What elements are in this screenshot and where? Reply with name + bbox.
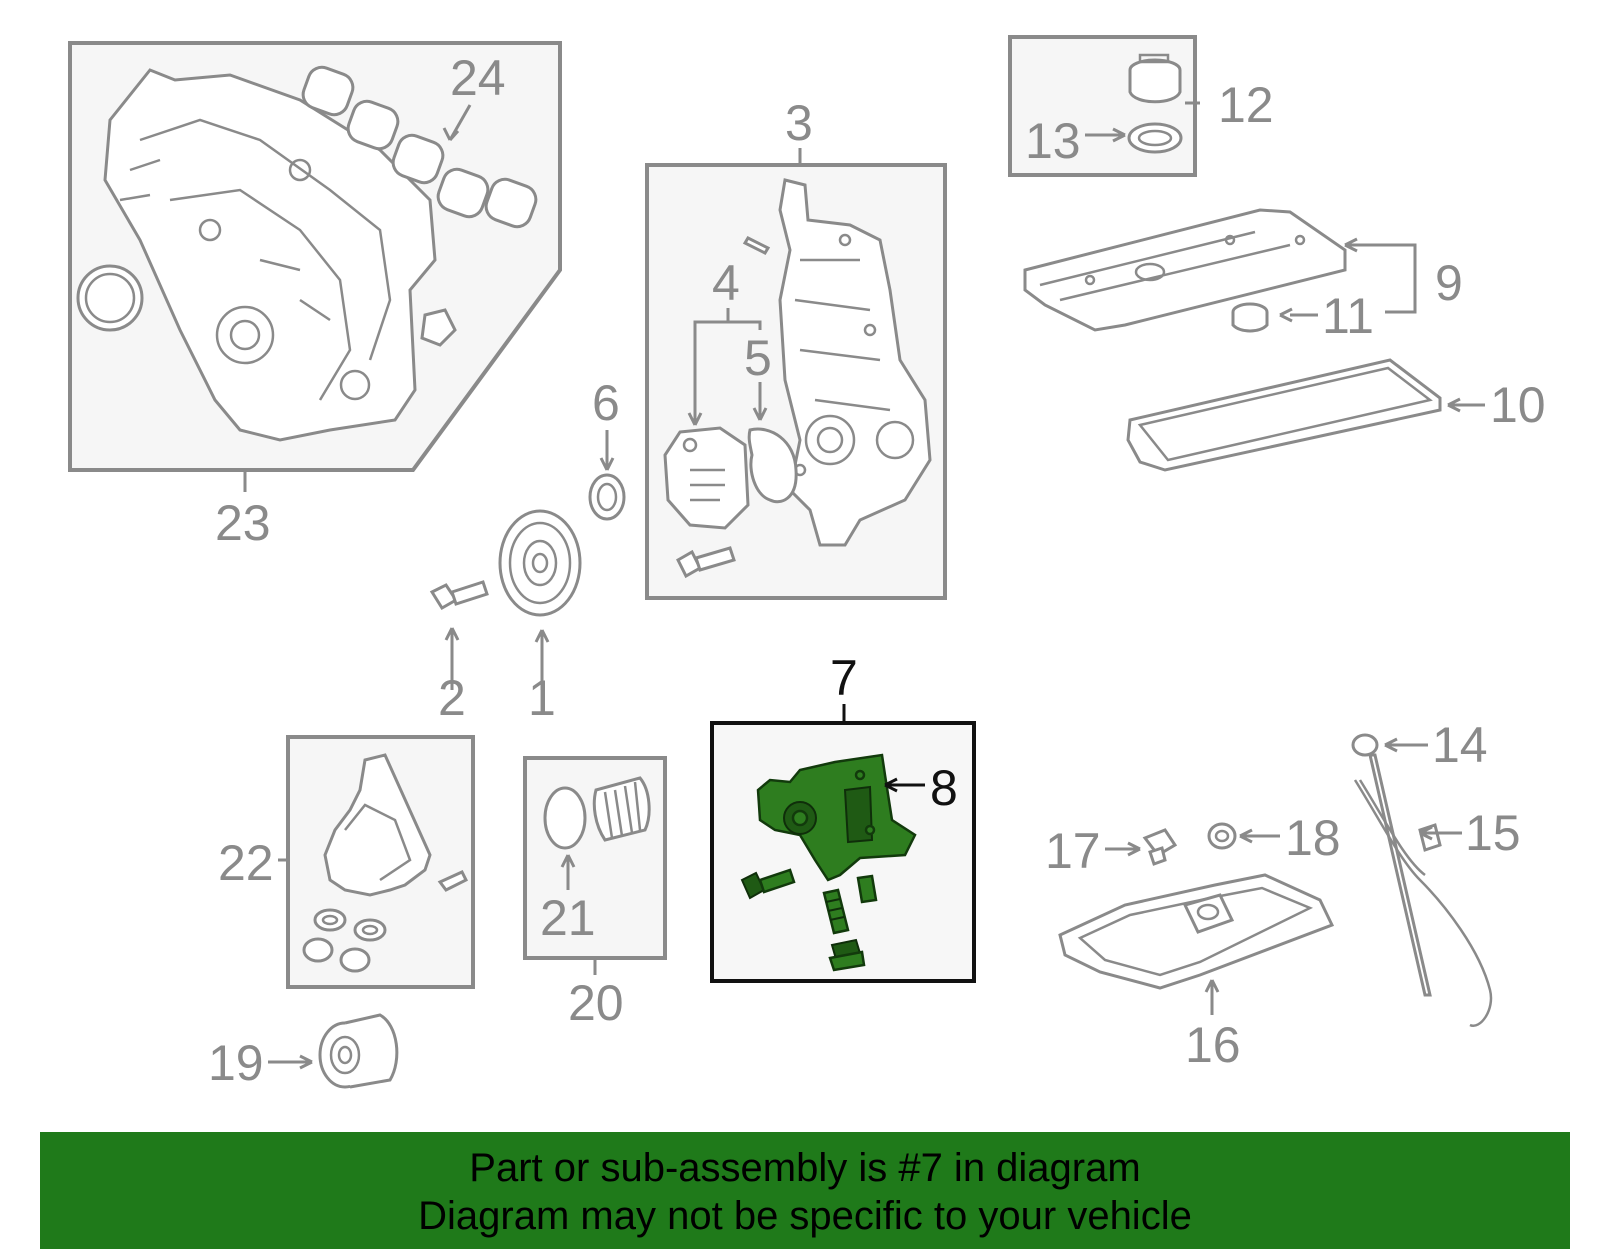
callout-24: 24 [450, 50, 506, 106]
filter-element-20-drawing [592, 776, 651, 842]
callout-8: 8 [930, 760, 958, 816]
callout-20: 20 [568, 975, 624, 1031]
gasket-10-drawing [1126, 358, 1442, 472]
callout-2: 2 [438, 670, 466, 726]
spring-7-drawing [822, 888, 850, 935]
callout-6: 6 [592, 375, 620, 431]
oil-pan-16-drawing [1058, 873, 1335, 990]
plug-7-drawing [828, 938, 866, 972]
callout-3: 3 [785, 95, 813, 151]
callout-16: 16 [1185, 1017, 1241, 1073]
bolt-7-drawing [740, 868, 796, 900]
callout-21: 21 [540, 890, 596, 946]
callout-4: 4 [712, 255, 740, 311]
pin-drawing [742, 236, 771, 255]
seal-11-drawing [1231, 302, 1269, 333]
oil-pump-8-drawing [756, 753, 917, 882]
callout-14: 14 [1432, 717, 1488, 773]
timing-cover-23-drawing [76, 68, 457, 442]
callout-11: 11 [1322, 288, 1374, 344]
callout-5: 5 [744, 330, 772, 386]
engine-front-cover-drawing [778, 178, 932, 547]
manifold-gasket-24-drawing [301, 65, 538, 229]
valve-cover-9-drawing [1023, 208, 1347, 332]
callout-12: 12 [1218, 77, 1274, 133]
seal-6-drawing [588, 473, 626, 521]
callout-23: 23 [215, 495, 271, 551]
callout-22: 22 [218, 835, 274, 891]
bolt-drawing-3 [676, 546, 736, 579]
bolt-2-drawing [429, 580, 489, 611]
pulley-1-drawing [498, 509, 582, 617]
o-rings-22-drawing [302, 908, 387, 973]
banner-line-1: Part or sub-assembly is #7 in diagram [469, 1146, 1141, 1190]
callout-17: 17 [1045, 823, 1101, 879]
callout-19: 19 [208, 1035, 264, 1091]
dipstick-14-drawing [1351, 733, 1432, 997]
oil-filter-housing-22-drawing [323, 753, 469, 897]
filter-cap-19-drawing [318, 1013, 399, 1089]
callout-13: 13 [1025, 113, 1081, 169]
gasket-13-drawing [1127, 122, 1183, 154]
oil-cap-12-drawing [1128, 53, 1182, 104]
gasket-18-drawing [1207, 822, 1237, 850]
o-ring-21-drawing [543, 786, 587, 850]
sleeve-7-drawing [856, 874, 878, 904]
callout-1: 1 [528, 670, 556, 726]
info-banner: Part or sub-assembly is #7 in diagram Di… [40, 1132, 1570, 1249]
water-pump-4-drawing [663, 426, 750, 530]
callout-9: 9 [1435, 255, 1463, 311]
callout-18: 18 [1285, 810, 1341, 866]
callout-15: 15 [1465, 805, 1521, 861]
banner-line-2: Diagram may not be specific to your vehi… [418, 1194, 1192, 1238]
drain-plug-17-drawing [1142, 828, 1178, 866]
gasket-5-drawing [747, 427, 798, 504]
callout-7: 7 [830, 650, 858, 706]
callout-10: 10 [1490, 377, 1546, 433]
